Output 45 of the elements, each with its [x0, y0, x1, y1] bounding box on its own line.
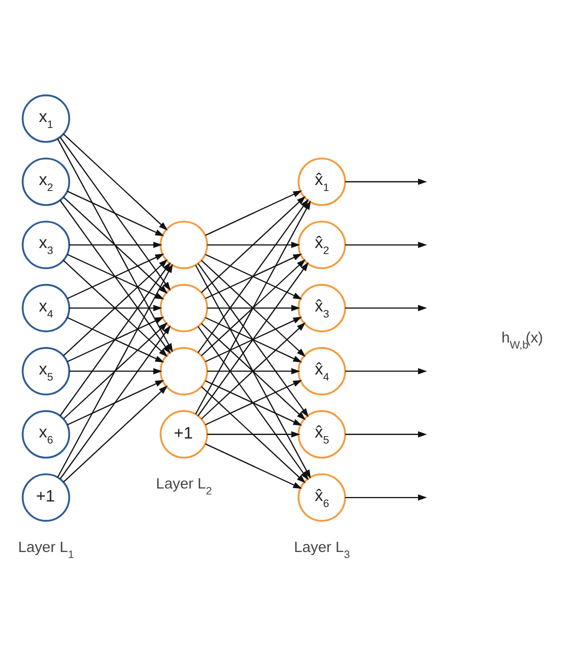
arrow: [201, 195, 306, 292]
arrow: [345, 241, 428, 248]
arrow: [60, 199, 171, 354]
arrow: [69, 304, 162, 311]
arrow: [63, 384, 168, 482]
arrow: [207, 430, 300, 438]
arrow: [57, 263, 173, 478]
arrow: [67, 379, 164, 425]
arrow: [345, 178, 428, 184]
arrow: [207, 368, 300, 374]
arrow: [195, 264, 311, 478]
node-circle: x$_{1}$: [22, 94, 70, 142]
arrow: [205, 442, 302, 488]
arrow: [345, 494, 428, 500]
arrow: [345, 368, 428, 374]
arrow: [207, 241, 300, 248]
arrow: [205, 190, 302, 236]
node-circle: x$_{6}$: [22, 410, 70, 458]
arrow: [60, 324, 171, 479]
label: Layer L$_{3}$: [294, 538, 350, 560]
arrow: [63, 196, 168, 294]
node-circle: x$_{2}$: [22, 157, 70, 206]
arrow: [195, 200, 311, 414]
arrow: [198, 326, 309, 480]
node-circle: x$_{4}$: [22, 283, 70, 332]
node-circle: x$_{5}$: [22, 346, 70, 395]
arrow: [57, 138, 173, 352]
arrow: [67, 190, 164, 236]
arrow: [201, 386, 306, 483]
label: Layer L$_{1}$: [18, 538, 74, 560]
arrow: [60, 262, 171, 416]
arrow: [60, 136, 171, 290]
arrow: [345, 304, 428, 311]
arrow: [207, 304, 300, 311]
label: Layer L$_{2}$: [156, 475, 212, 498]
arrow: [69, 241, 162, 248]
arrow: [345, 430, 428, 438]
arrow: [69, 368, 162, 374]
node-circle: x$_{3}$: [22, 220, 70, 269]
label: h$_{W,b}$(x): [502, 328, 544, 351]
arrow: [63, 133, 168, 230]
node-circle: +1: [22, 472, 70, 522]
arrow: [63, 322, 168, 419]
arrow: [198, 198, 309, 353]
node-circle: +1: [160, 410, 208, 458]
